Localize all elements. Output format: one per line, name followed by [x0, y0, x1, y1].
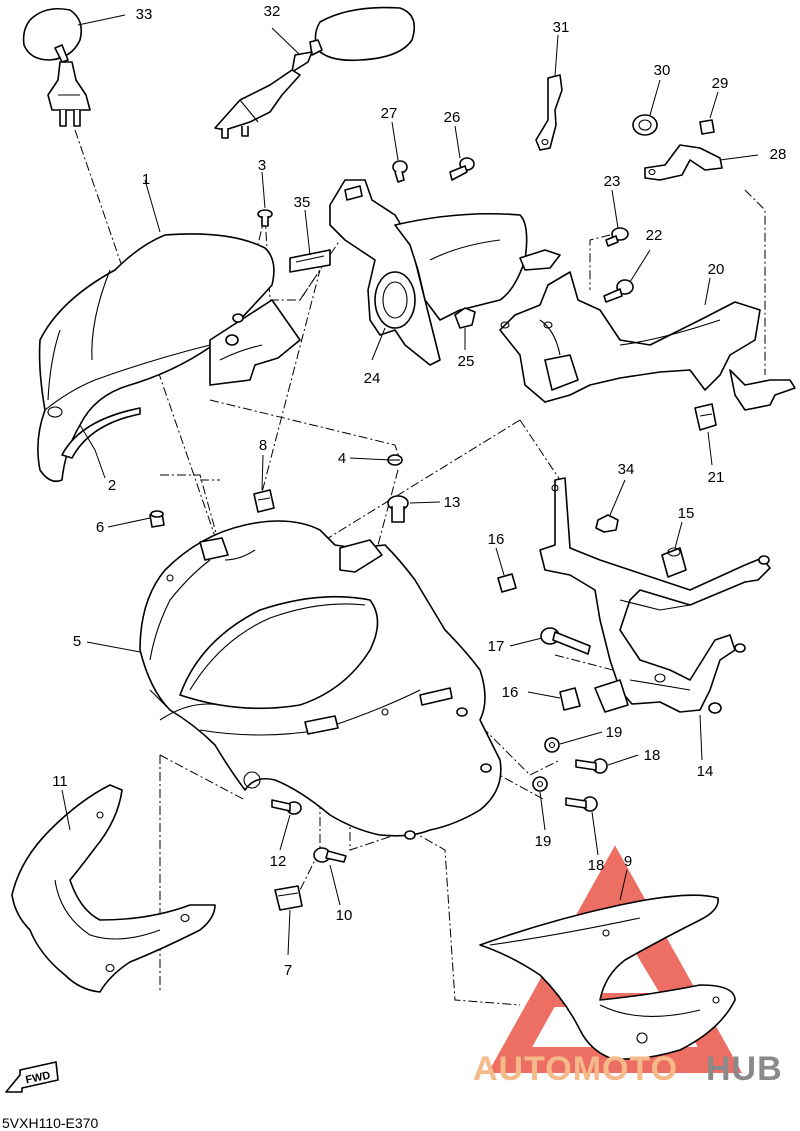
bracket-31[interactable]: [535, 74, 563, 151]
watermark-text: AUTOMOTO HUB: [473, 1050, 783, 1088]
damper-16-upper[interactable]: [497, 573, 517, 593]
cowling-stay[interactable]: [539, 477, 771, 714]
callout-26[interactable]: 26: [444, 109, 461, 126]
callout-23[interactable]: 23: [604, 173, 621, 190]
decal-35[interactable]: [289, 249, 331, 273]
screw-3[interactable]: [257, 209, 273, 227]
callout-3[interactable]: 3: [258, 157, 266, 174]
screw-23[interactable]: [605, 227, 629, 247]
upper-inner-panel[interactable]: [394, 212, 561, 329]
nut-29[interactable]: [699, 119, 715, 135]
nut-4[interactable]: [387, 454, 403, 466]
callout-21[interactable]: 21: [708, 469, 725, 486]
bracket-28[interactable]: [644, 144, 723, 181]
callout-1[interactable]: 1: [142, 171, 150, 188]
grommet-13[interactable]: [387, 495, 409, 523]
callout-28[interactable]: 28: [770, 146, 787, 163]
callout-34[interactable]: 34: [618, 461, 635, 478]
watermark-brand-part1: AUTOMOTO: [473, 1050, 678, 1088]
diagram-code: 5VXH110-E370: [2, 1115, 98, 1131]
clip-8[interactable]: [253, 489, 275, 513]
callout-16-upper[interactable]: 16: [488, 531, 505, 548]
callout-4[interactable]: 4: [338, 450, 346, 467]
upper-cowling[interactable]: [139, 520, 502, 840]
callout-2[interactable]: 2: [108, 477, 116, 494]
washer-19-upper[interactable]: [544, 737, 560, 753]
callout-6[interactable]: 6: [96, 519, 104, 536]
grommet-6[interactable]: [149, 510, 165, 528]
callout-18-lower[interactable]: 18: [588, 857, 605, 874]
bolt-18-upper[interactable]: [575, 758, 608, 774]
left-mirror[interactable]: [22, 7, 91, 127]
callout-11[interactable]: 11: [52, 773, 68, 790]
callout-8[interactable]: 8: [259, 437, 267, 454]
callout-16-lower[interactable]: 16: [502, 684, 519, 701]
callout-labels: 1 2 3 4 5 6 7 8 9 10 11 12 13 14 15 16 1…: [52, 3, 786, 979]
callout-27[interactable]: 27: [381, 105, 398, 122]
callout-19-lower[interactable]: 19: [535, 833, 552, 850]
grommet-30[interactable]: [632, 114, 658, 136]
clip-21[interactable]: [694, 403, 717, 431]
side-panel-left[interactable]: [11, 784, 216, 993]
callout-33[interactable]: 33: [136, 6, 153, 23]
callout-18-upper[interactable]: 18: [644, 747, 661, 764]
damper-15[interactable]: [661, 547, 687, 578]
callout-31[interactable]: 31: [553, 19, 570, 36]
inner-panel-20[interactable]: [499, 271, 796, 411]
callout-10[interactable]: 10: [336, 907, 353, 924]
nut-34[interactable]: [595, 514, 619, 533]
callout-20[interactable]: 20: [708, 261, 725, 278]
side-panel-right[interactable]: [479, 894, 736, 1060]
callout-17[interactable]: 17: [488, 638, 505, 655]
leader-lines: [61, 14, 759, 956]
bolt-10[interactable]: [313, 847, 347, 863]
screw-12[interactable]: [271, 799, 302, 815]
callout-13[interactable]: 13: [444, 494, 461, 511]
callout-19-upper[interactable]: 19: [606, 724, 623, 741]
callout-5[interactable]: 5: [73, 633, 81, 650]
right-mirror[interactable]: [214, 6, 416, 139]
bolt-18-lower[interactable]: [565, 796, 598, 812]
callout-9[interactable]: 9: [624, 853, 632, 870]
callout-32[interactable]: 32: [264, 3, 281, 20]
callout-24[interactable]: 24: [364, 370, 381, 387]
screw-26[interactable]: [449, 157, 475, 181]
damper-16-lower[interactable]: [559, 687, 581, 711]
fwd-label: FWD: [25, 1070, 52, 1087]
bolt-17[interactable]: [540, 627, 591, 655]
callout-15[interactable]: 15: [678, 505, 695, 522]
callout-7[interactable]: 7: [284, 962, 292, 979]
callout-22[interactable]: 22: [646, 227, 663, 244]
watermark-brand-part2: HUB: [706, 1050, 783, 1088]
callout-14[interactable]: 14: [697, 763, 714, 780]
callout-29[interactable]: 29: [712, 75, 729, 92]
callout-35[interactable]: 35: [294, 194, 311, 211]
inner-bracket-24[interactable]: [329, 179, 441, 366]
windscreen[interactable]: [37, 233, 275, 483]
callout-12[interactable]: 12: [270, 853, 287, 870]
forward-direction-arrow: FWD: [5, 1061, 59, 1093]
inner-panel[interactable]: [61, 299, 301, 459]
screw-27[interactable]: [392, 160, 408, 183]
screw-22[interactable]: [603, 279, 634, 303]
callout-25[interactable]: 25: [458, 353, 475, 370]
clip-7[interactable]: [274, 885, 303, 911]
washer-19-lower[interactable]: [532, 776, 548, 792]
callout-30[interactable]: 30: [654, 62, 671, 79]
